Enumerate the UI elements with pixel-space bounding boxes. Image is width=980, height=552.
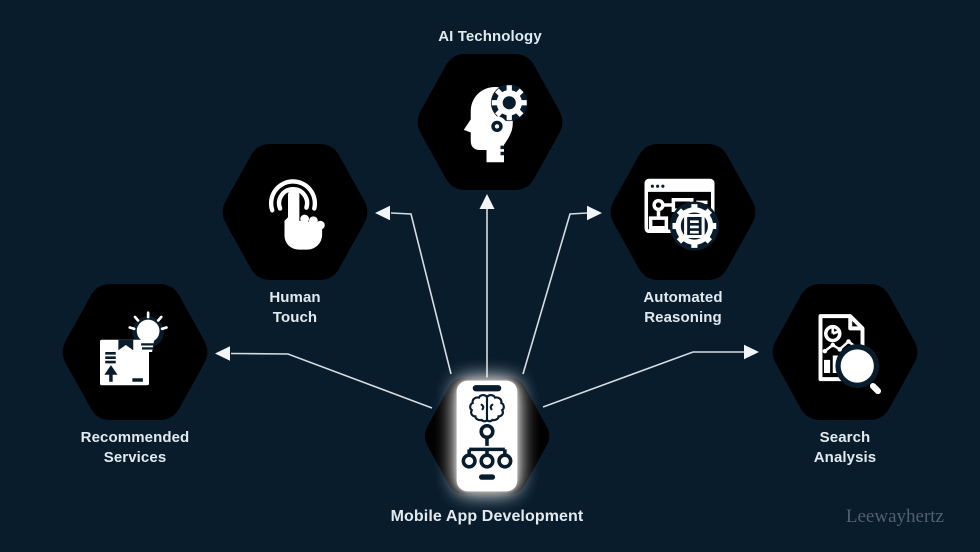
touch-tap-hand-icon (268, 179, 325, 250)
node-ai-technology: AI Technology (414, 28, 566, 190)
browser-flowchart-gear-icon (644, 178, 719, 251)
smartphone-brain-flowchart-icon (456, 380, 518, 492)
leewayhertz-watermark: Leewayhertz (845, 506, 944, 527)
node-label: AI Technology (438, 28, 542, 45)
ai-head-gear-icon (463, 84, 528, 163)
node-mobile-app-development: Mobile App Development (391, 377, 583, 525)
arrow-to-automated-reasoning (522, 205, 602, 375)
arrow-to-ai-technology (479, 194, 495, 380)
arrow-to-recommended-services (215, 346, 433, 409)
arrow-to-search-analysis (542, 344, 759, 408)
package-lightbulb-icon (100, 311, 168, 386)
node-label: Mobile App Development (390, 508, 584, 525)
document-charts-magnifier-icon (818, 314, 882, 394)
arrow-to-human-touch (375, 205, 452, 375)
